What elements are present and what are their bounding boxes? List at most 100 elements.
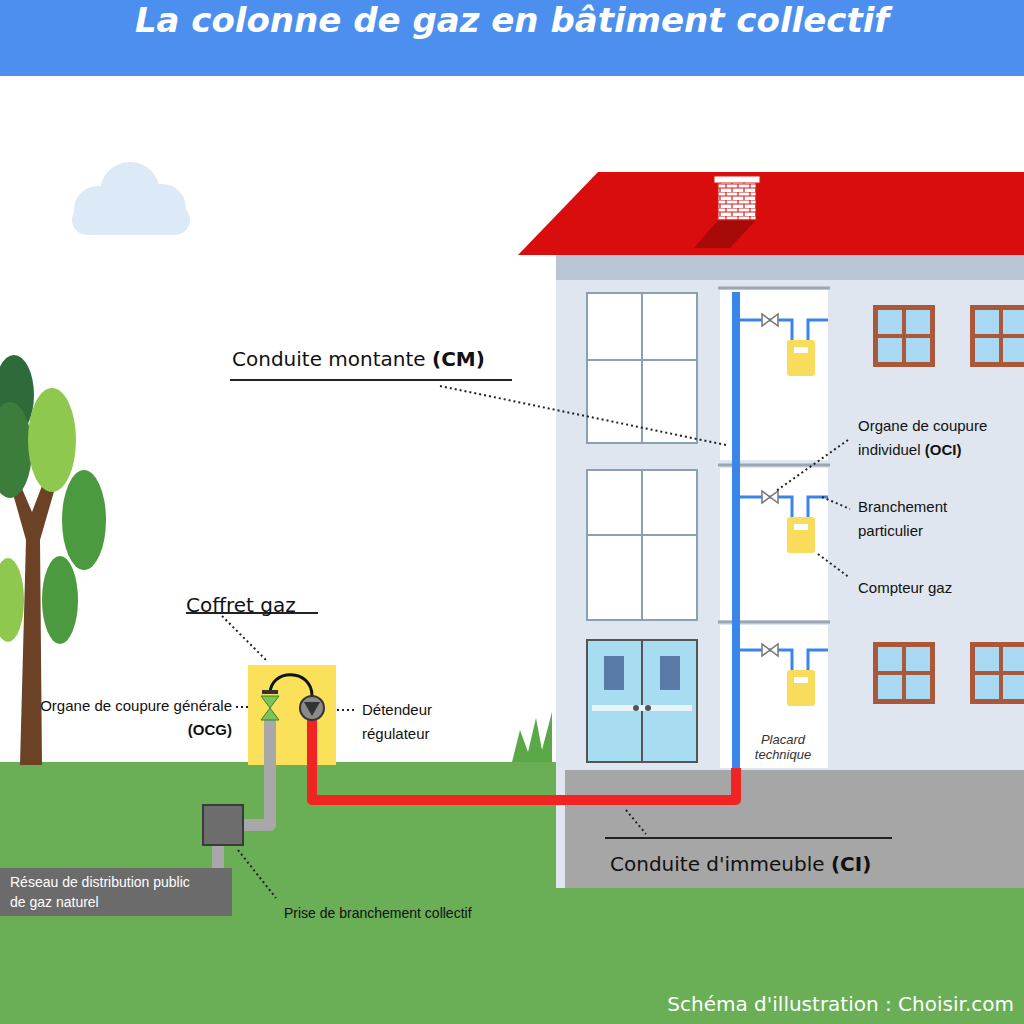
text-part: (OCG)	[188, 721, 232, 738]
window-bar	[641, 293, 643, 443]
leader-line	[238, 850, 276, 898]
chimney	[718, 182, 756, 220]
roof	[518, 172, 1024, 255]
branch-pipe	[740, 320, 828, 340]
door-frame	[587, 640, 697, 762]
meter-display	[794, 524, 808, 530]
cabinet-symbols	[261, 675, 324, 765]
callout-label: Organe de coupure générale (OCG)	[40, 694, 232, 742]
technical-cupboard: Placard technique	[720, 625, 828, 768]
caption: Schéma d'illustration : Choisir.com	[667, 992, 1014, 1016]
floor-line	[718, 287, 830, 290]
chimney-shadow	[694, 220, 756, 248]
collective-tap	[203, 805, 243, 845]
window-bar	[641, 470, 643, 620]
underlines	[186, 380, 892, 838]
overline	[605, 837, 892, 839]
door-window	[604, 656, 624, 690]
leader-line	[822, 497, 850, 509]
meter-display	[794, 677, 808, 683]
general-valve	[261, 708, 279, 720]
text-space	[825, 852, 831, 876]
building-pipe	[312, 765, 736, 800]
callout-label: Conduite d'immeuble (CI)	[610, 848, 871, 880]
valve-symbol	[762, 491, 778, 503]
window-frame	[587, 470, 697, 620]
leader-line	[626, 810, 646, 834]
building-foundation	[565, 770, 1024, 888]
callout-label: Compteur gaz	[858, 576, 952, 600]
callout-label: Conduite montante (CM)	[232, 343, 485, 375]
cloud	[72, 162, 190, 235]
leader-line	[776, 440, 848, 491]
tap-box	[203, 805, 243, 845]
door-handle	[645, 705, 651, 711]
technical-shaft	[718, 288, 830, 768]
distribution-network-band: Réseau de distribution public de gaz nat…	[0, 868, 232, 916]
window-frame	[587, 293, 697, 443]
leader-lines	[222, 386, 850, 898]
meter-body	[787, 517, 815, 553]
red-pipe-inner	[307, 718, 317, 765]
text-part: (CM)	[432, 347, 485, 371]
small-window	[873, 305, 935, 367]
door-split	[641, 640, 643, 762]
callout-label: Branchement particulier	[858, 495, 1008, 543]
chimney-cap	[714, 176, 760, 183]
grass-tuft	[512, 712, 552, 762]
meter-body	[787, 670, 815, 706]
door-handle	[633, 705, 639, 711]
cloud-base	[72, 205, 190, 235]
branch-pipe	[740, 650, 828, 670]
text-part: (CI)	[831, 852, 871, 876]
regulator-mark	[304, 702, 320, 716]
text-part: Conduite montante	[232, 347, 426, 371]
underline	[230, 379, 512, 381]
gas-meter	[787, 340, 815, 706]
callout-label: Détendeur régulateur	[362, 698, 472, 746]
text-space	[426, 347, 432, 371]
tree-foliage	[0, 402, 32, 498]
window-bar	[587, 534, 697, 536]
individual-valve	[762, 314, 778, 656]
meter-display	[794, 347, 808, 353]
small-window	[970, 305, 1024, 367]
branch-pipe	[740, 497, 828, 517]
node-text: Coffret gaz	[186, 591, 296, 619]
leader-line	[818, 554, 850, 578]
entrance-door	[587, 640, 697, 762]
window-bar	[587, 359, 697, 361]
general-valve	[261, 696, 279, 708]
grey-pipe-inner	[264, 715, 276, 765]
title: La colonne de gaz en bâtiment collectif	[0, 0, 1024, 76]
valve-handle	[262, 690, 278, 694]
door-bar	[592, 705, 692, 711]
roof-band	[556, 255, 1024, 280]
riser-pipe	[732, 292, 740, 768]
small-window	[873, 642, 935, 704]
text-part: Conduite d'immeuble	[610, 852, 825, 876]
text-part: (OCI)	[925, 441, 962, 458]
tree-foliage	[0, 558, 24, 642]
door-window	[660, 656, 680, 690]
valve-symbol	[762, 644, 778, 656]
tree-foliage	[28, 388, 76, 492]
callout-label: Organe de coupure individuel (OCI)	[858, 414, 1018, 462]
pressure-regulator	[300, 696, 324, 720]
building	[518, 172, 1024, 888]
node-text: Réseau de distribution public de gaz nat…	[10, 872, 192, 912]
tree-foliage	[62, 470, 106, 570]
small-window	[970, 642, 1024, 704]
title-bar	[0, 0, 1024, 76]
text-part: Organe de coupure générale	[40, 697, 232, 714]
valve-symbol	[762, 314, 778, 326]
leader-line	[440, 386, 726, 445]
text-part: Organe de coupure individuel	[858, 417, 987, 458]
text-space	[921, 441, 925, 458]
branch	[740, 320, 828, 670]
meter-body	[787, 340, 815, 376]
tree-foliage	[42, 556, 78, 644]
node-text: Placard technique	[742, 732, 824, 762]
